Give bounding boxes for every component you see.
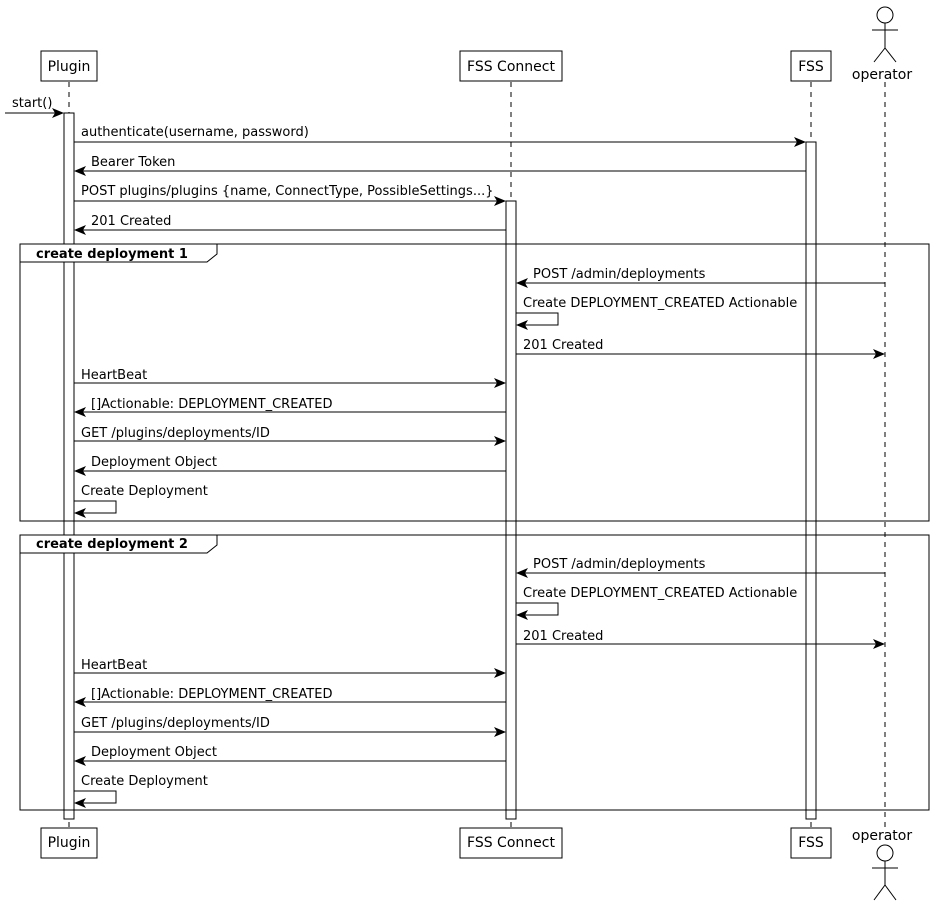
message-deployment-object: Deployment Object <box>74 455 506 476</box>
message-label: 201 Created <box>91 214 171 229</box>
message-label: authenticate(username, password) <box>81 125 309 140</box>
participant-label: FSS <box>798 59 824 75</box>
message-label: POST /admin/deployments <box>533 557 706 572</box>
group-create-deployment-1: create deployment 1 POST /admin/deployme… <box>19 243 930 522</box>
message-label: []Actionable: DEPLOYMENT_CREATED <box>91 397 332 412</box>
message-actionable-list: []Actionable: DEPLOYMENT_CREATED <box>74 687 506 707</box>
message-get-deployment: GET /plugins/deployments/ID <box>74 716 506 737</box>
message-label: GET /plugins/deployments/ID <box>81 716 270 731</box>
message-label: HeartBeat <box>81 368 147 383</box>
message-post-admin-deployments: POST /admin/deployments <box>516 557 885 578</box>
message-label: HeartBeat <box>81 658 147 673</box>
group-tab <box>19 243 218 263</box>
activation-fss <box>805 141 817 820</box>
participant-operator-top: operator <box>852 6 912 83</box>
participant-plugin-top: Plugin <box>40 50 98 82</box>
group-frame <box>19 534 930 811</box>
message-201-created: 201 Created <box>516 629 885 649</box>
message-create-deployment: Create Deployment <box>74 774 208 808</box>
message-label: Create Deployment <box>81 774 208 789</box>
message-label: POST plugins/plugins {name, ConnectType,… <box>81 184 493 199</box>
participant-label: Plugin <box>48 59 91 75</box>
group-label: create deployment 1 <box>36 247 188 262</box>
participant-fss-connect-top: FSS Connect <box>459 50 563 82</box>
participant-fss-bottom: FSS <box>790 827 832 859</box>
message-authenticate: authenticate(username, password) <box>74 125 806 147</box>
message-create-actionable: Create DEPLOYMENT_CREATED Actionable <box>516 586 797 620</box>
message-heartbeat: HeartBeat <box>74 658 506 678</box>
participant-label: operator <box>852 67 912 83</box>
group-create-deployment-2: create deployment 2 POST /admin/deployme… <box>19 534 930 811</box>
participant-fss-top: FSS <box>790 50 832 82</box>
message-bearer-token: Bearer Token <box>74 155 806 176</box>
message-label: 201 Created <box>523 629 603 644</box>
participant-plugin-bottom: Plugin <box>40 827 98 859</box>
message-label: Create DEPLOYMENT_CREATED Actionable <box>523 586 797 601</box>
activation-fss-connect <box>505 200 517 820</box>
message-start: start() <box>5 96 64 118</box>
message-label: []Actionable: DEPLOYMENT_CREATED <box>91 687 332 702</box>
message-201-created: 201 Created <box>516 338 885 359</box>
message-create-deployment: Create Deployment <box>74 484 208 518</box>
participant-operator-bottom: operator <box>852 828 912 901</box>
message-label: Create DEPLOYMENT_CREATED Actionable <box>523 296 797 311</box>
participant-label: FSS Connect <box>467 59 555 75</box>
participant-fss-connect-bottom: FSS Connect <box>459 827 563 859</box>
message-create-actionable: Create DEPLOYMENT_CREATED Actionable <box>516 296 797 330</box>
group-label: create deployment 2 <box>36 537 188 552</box>
message-label: Create Deployment <box>81 484 208 499</box>
message-get-deployment: GET /plugins/deployments/ID <box>74 426 506 446</box>
message-deployment-object: Deployment Object <box>74 745 506 766</box>
message-label: GET /plugins/deployments/ID <box>81 426 270 441</box>
activation-plugin <box>63 112 75 820</box>
operator-actor-icon <box>872 6 898 63</box>
participant-label: Plugin <box>48 835 91 851</box>
message-label: Deployment Object <box>91 745 217 760</box>
message-label: POST /admin/deployments <box>533 267 706 282</box>
group-frame <box>19 243 930 522</box>
message-post-admin-deployments: POST /admin/deployments <box>516 267 885 288</box>
participant-label: FSS <box>798 835 824 851</box>
group-tab <box>19 534 218 554</box>
message-heartbeat: HeartBeat <box>74 368 506 388</box>
message-label: Deployment Object <box>91 455 217 470</box>
message-post-plugins-created: 201 Created <box>74 214 506 235</box>
message-label: 201 Created <box>523 338 603 353</box>
operator-actor-icon <box>872 844 898 901</box>
message-post-plugins: POST plugins/plugins {name, ConnectType,… <box>74 184 506 206</box>
message-label: Bearer Token <box>91 155 175 170</box>
message-actionable-list: []Actionable: DEPLOYMENT_CREATED <box>74 397 506 417</box>
participant-label: operator <box>852 828 912 844</box>
participant-label: FSS Connect <box>467 835 555 851</box>
message-label: start() <box>12 96 52 111</box>
